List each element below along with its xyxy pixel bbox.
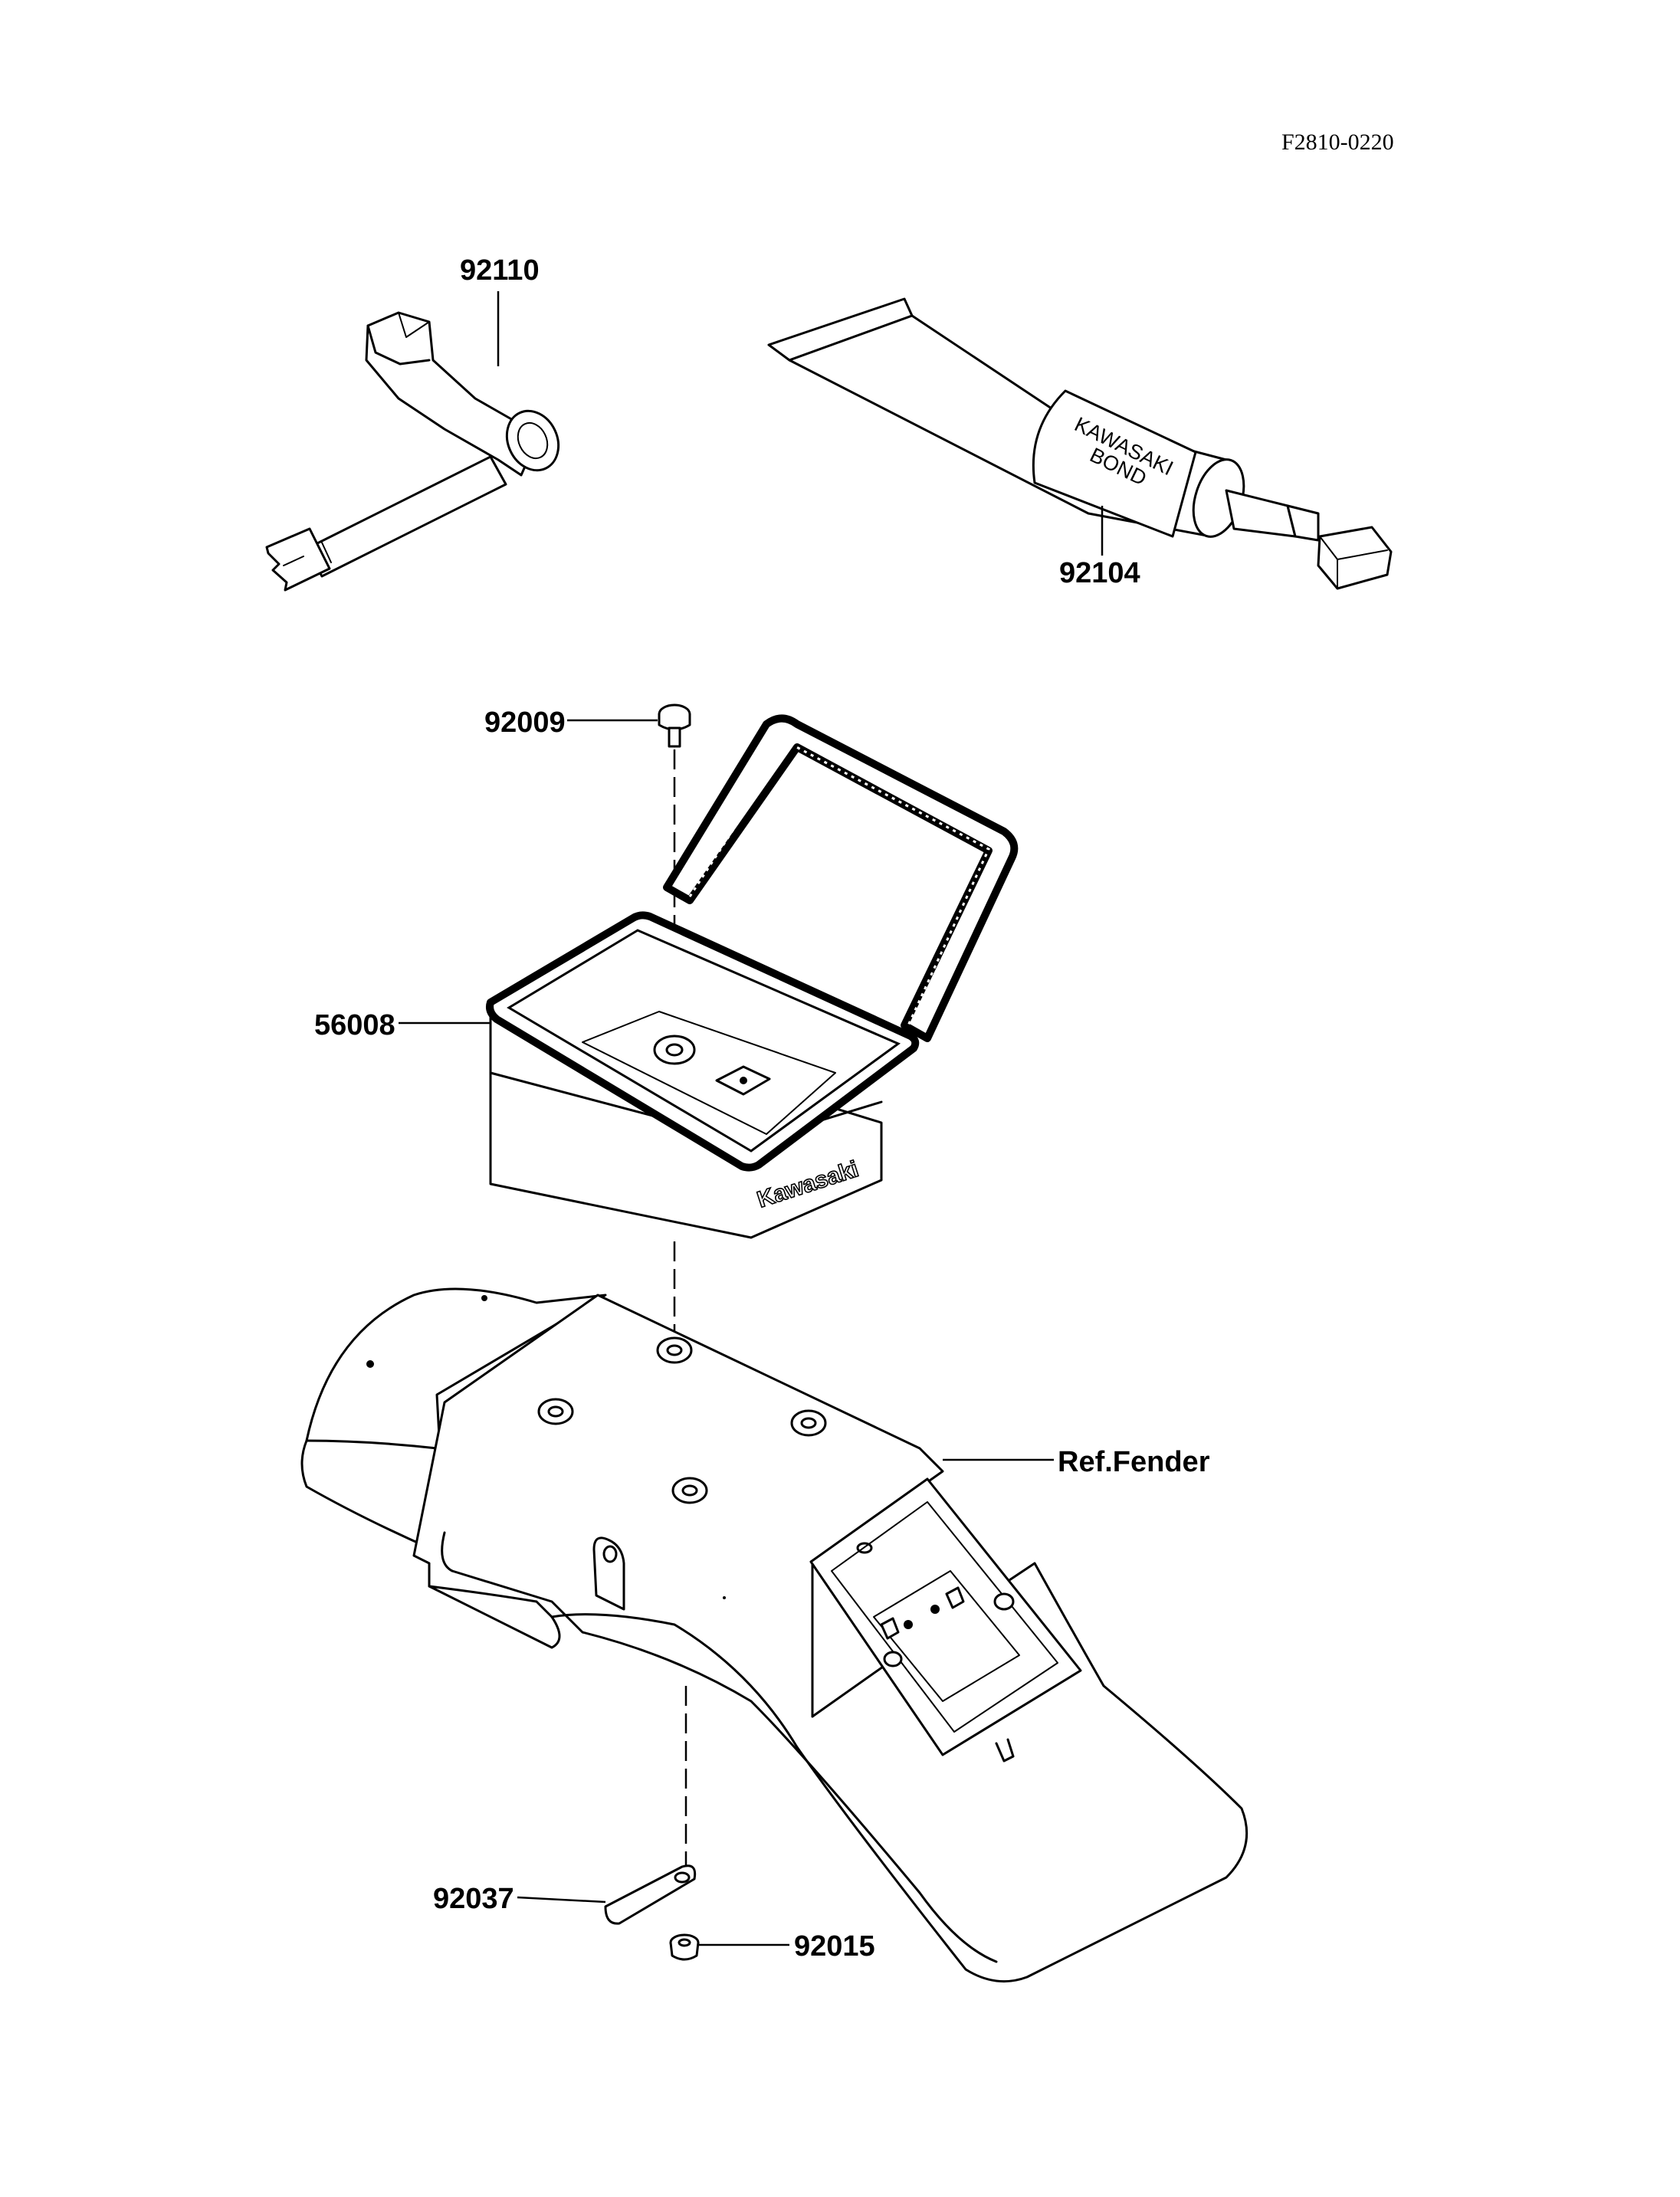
nut-drawing xyxy=(669,1933,700,1961)
part-label-92009: 92009 xyxy=(484,707,566,739)
part-label-92110: 92110 xyxy=(460,254,540,287)
plate-drawing xyxy=(604,1864,697,1925)
part-label-92015: 92015 xyxy=(794,1930,875,1963)
bolt-drawing xyxy=(658,703,691,748)
tool-case-drawing: Kawasaki xyxy=(486,714,1019,1239)
bond-tube-drawing: KAWASAKI BOND xyxy=(767,297,1393,590)
diagram-code: F2810-0220 xyxy=(1281,130,1394,155)
box-wrench-drawing xyxy=(265,311,560,592)
fender-ref-label: Ref.Fender xyxy=(1058,1446,1210,1478)
rear-fender-drawing xyxy=(300,1287,1249,1983)
part-label-92037: 92037 xyxy=(433,1883,514,1915)
part-label-92104: 92104 xyxy=(1059,557,1140,589)
part-label-56008: 56008 xyxy=(314,1009,395,1041)
